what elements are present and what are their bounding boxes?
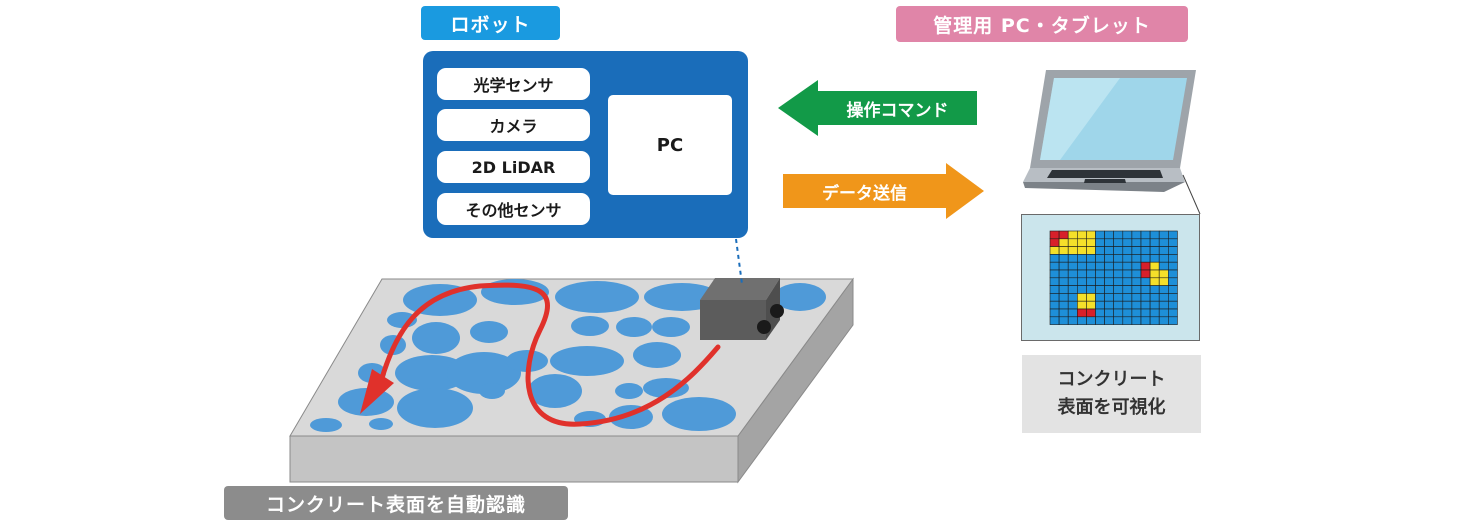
puddle (662, 397, 736, 431)
puddle (774, 283, 826, 311)
puddle (395, 355, 469, 391)
puddle (310, 418, 342, 432)
onboard-pc: PC (608, 95, 732, 195)
data-arrow (783, 163, 984, 219)
command-arrow (778, 80, 977, 136)
command-arrow-label: 操作コマンド (846, 100, 949, 121)
puddle (643, 378, 689, 398)
puddle (412, 322, 460, 354)
robot-link-line (735, 238, 743, 285)
robot-vehicle (700, 278, 784, 340)
puddle (369, 418, 393, 430)
path-arrowhead (360, 369, 394, 414)
puddle (506, 350, 548, 372)
puddle (470, 321, 508, 343)
surface-caption-tag: コンクリート表面を自動認識 (224, 486, 568, 520)
robot-title-tag: ロボット (421, 6, 560, 40)
sensor-camera: カメラ (437, 109, 590, 141)
visualization-caption: コンクリート 表面を可視化 (1022, 355, 1201, 433)
robot-path (377, 282, 721, 427)
visualization-line-1: コンクリート (1057, 369, 1166, 390)
sensor-lidar: 2D LiDAR (437, 151, 590, 183)
puddle (555, 281, 639, 313)
sensor-optical: 光学センサ (437, 68, 590, 100)
sensor-other: その他センサ (437, 193, 590, 225)
puddle (571, 316, 609, 336)
puddle (550, 346, 624, 376)
data-arrow-label: データ送信 (822, 183, 907, 204)
puddle (616, 317, 652, 337)
puddle (397, 388, 473, 428)
puddle (615, 383, 643, 399)
robot-components-box: 光学センサ カメラ 2D LiDAR その他センサ PC (423, 51, 748, 238)
callout-line (1182, 174, 1201, 215)
puddle (652, 317, 690, 337)
puddle (479, 383, 505, 399)
management-title-tag: 管理用 PC・タブレット (896, 6, 1188, 42)
puddle (447, 352, 521, 394)
screen-zoom-panel (1021, 214, 1200, 341)
laptop-icon (1023, 70, 1196, 192)
puddle (528, 374, 582, 408)
visualization-line-2: 表面を可視化 (1057, 397, 1166, 418)
puddle (633, 342, 681, 368)
